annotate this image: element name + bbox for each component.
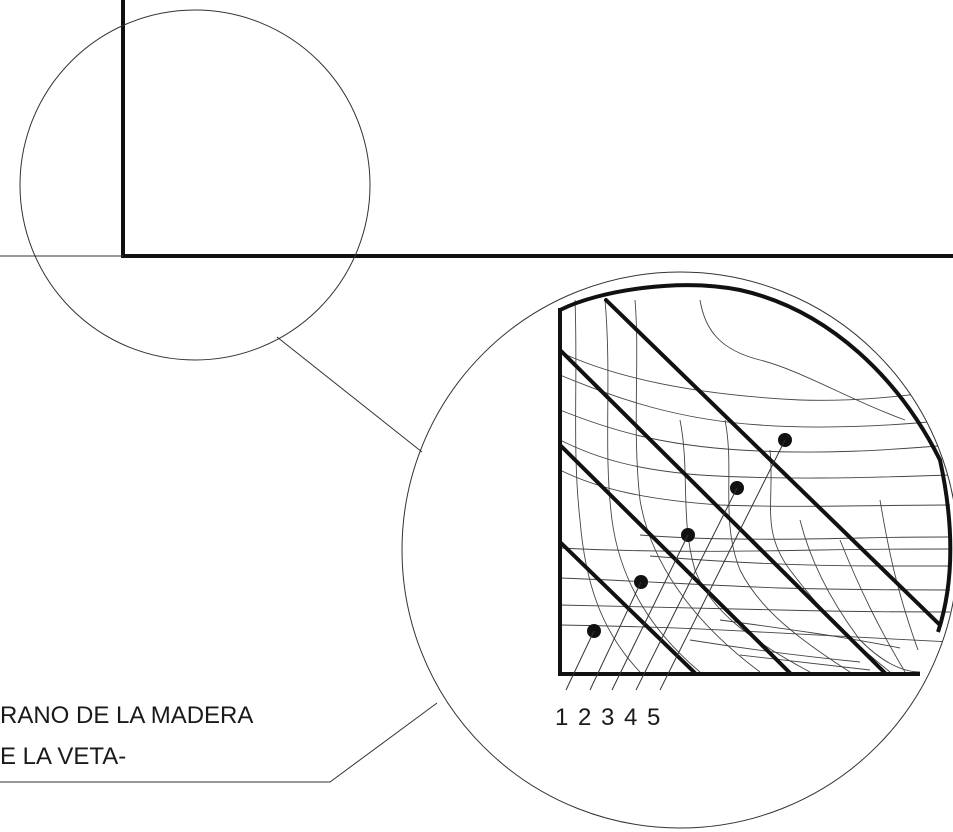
marker-number-3: 3 [601,704,614,731]
layer-markers [565,433,792,691]
annotation-line-1: RANO DE LA MADERA [0,702,253,729]
magnified-detail [401,271,953,829]
wood-section-outline [558,308,920,676]
section-top-arc [559,283,953,633]
wood-grain-lines [559,299,951,673]
marker-3 [611,528,695,691]
marker-4 [635,481,744,691]
grain-layer-boundaries [558,298,942,675]
detail-circle-small [19,9,371,361]
detail-circle-large [401,271,953,829]
marker-5 [659,433,792,691]
annotation-line-2: E LA VETA- [0,743,126,770]
marker-1 [565,624,601,691]
annotation-leader-line [0,702,438,783]
marker-number-4: 4 [624,704,637,731]
board-corner [0,0,953,258]
marker-number-1: 1 [555,704,568,731]
marker-number-labels: 1 2 3 4 5 [555,704,660,731]
marker-2 [589,575,648,691]
detail-connector-line [276,336,423,453]
marker-number-2: 2 [578,704,591,731]
marker-number-5: 5 [647,704,660,731]
